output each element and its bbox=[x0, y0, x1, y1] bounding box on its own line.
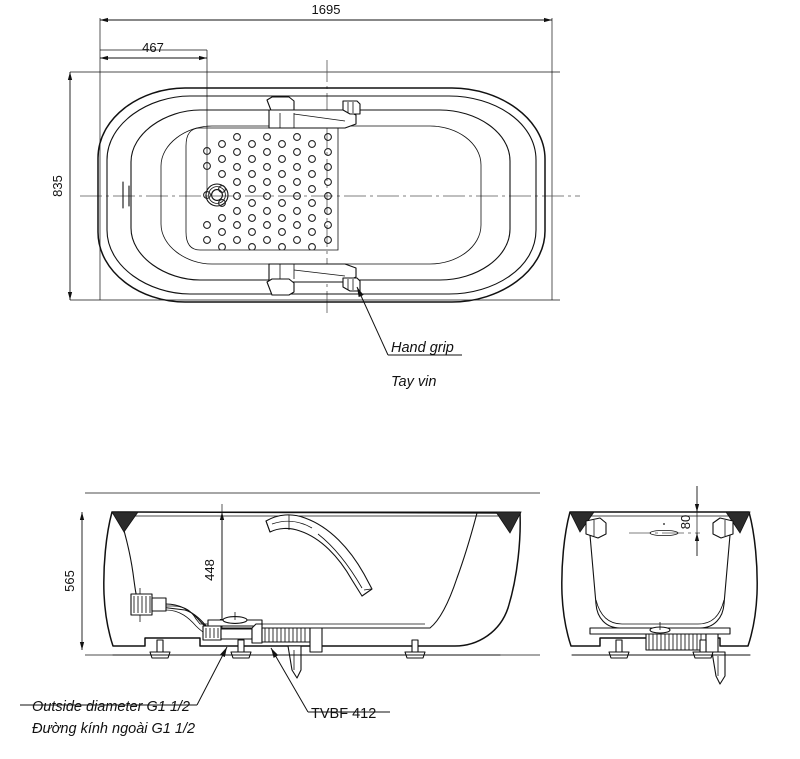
dimension-drain-offset-value: 467 bbox=[142, 40, 164, 55]
hand-grip-label-vi: Tay vin bbox=[391, 374, 436, 390]
rim-notch-marks bbox=[122, 181, 130, 209]
rim-corner-shade-left bbox=[111, 511, 139, 533]
hand-grip-leader bbox=[356, 286, 462, 356]
plan-dimension-extension-lines bbox=[70, 18, 560, 301]
tub-basin-floor-outline bbox=[160, 125, 482, 265]
drain-assembly-end bbox=[589, 622, 731, 685]
dimension-overflow-depth: 80 bbox=[678, 486, 700, 556]
drain-assembly-side bbox=[202, 612, 323, 679]
tub-end-shell bbox=[561, 511, 758, 647]
outside-diameter-label-en: Outside diameter G1 1/2 bbox=[32, 699, 190, 715]
hand-grip-side-profile bbox=[265, 514, 373, 597]
hand-grip-label-en: Hand grip bbox=[391, 340, 454, 356]
end-elevation-view: 80 bbox=[561, 486, 758, 685]
tub-outer-rim bbox=[97, 87, 546, 303]
tub-side-seat-contour bbox=[131, 599, 425, 625]
rim-corner-shade-right bbox=[495, 511, 522, 534]
anti-slip-dot-pattern bbox=[203, 133, 332, 250]
dimension-overflow-depth-value: 80 bbox=[678, 515, 693, 529]
adjustable-feet-side bbox=[149, 639, 426, 659]
tub-side-inner-profile bbox=[117, 511, 478, 629]
outside-diameter-label-vi: Đường kính ngoài G1 1/2 bbox=[32, 721, 195, 737]
tub-side-shell bbox=[103, 511, 521, 647]
dimension-overall-width: 835 bbox=[50, 72, 73, 300]
tub-rim-inner-line bbox=[106, 95, 537, 295]
drain-outlet bbox=[205, 183, 229, 207]
tub-end-floor-contour bbox=[595, 599, 725, 625]
drain-model-label: TVBF 412 bbox=[311, 706, 376, 722]
dimension-overall-width-value: 835 bbox=[50, 175, 65, 197]
dimension-rim-height: 448 bbox=[202, 504, 225, 628]
plan-view: 1695 467 835 bbox=[50, 2, 580, 390]
hand-grip-upper bbox=[266, 96, 361, 129]
hand-grip-end-right bbox=[712, 517, 734, 539]
dimension-overall-height-value: 565 bbox=[62, 570, 77, 592]
dimension-drain-offset: 467 bbox=[100, 40, 207, 61]
hand-grip-lower bbox=[266, 263, 361, 296]
side-elevation-view: 565 448 bbox=[20, 492, 540, 713]
tub-end-inner-profile bbox=[587, 511, 733, 629]
overflow-level-indicator bbox=[629, 523, 700, 537]
dimension-rim-height-value: 448 bbox=[202, 559, 217, 581]
anti-slip-platform bbox=[185, 127, 339, 251]
tub-basin-edge bbox=[130, 109, 511, 281]
dimension-overall-length: 1695 bbox=[100, 2, 552, 23]
dimension-overall-height: 565 bbox=[62, 512, 85, 650]
overflow-fitting bbox=[130, 588, 167, 622]
side-view-leaders bbox=[20, 646, 390, 713]
dimension-overall-length-value: 1695 bbox=[312, 2, 341, 17]
hand-grip-end-left bbox=[585, 517, 607, 539]
bottom-annotations: Outside diameter G1 1/2 Đường kính ngoài… bbox=[32, 699, 376, 737]
